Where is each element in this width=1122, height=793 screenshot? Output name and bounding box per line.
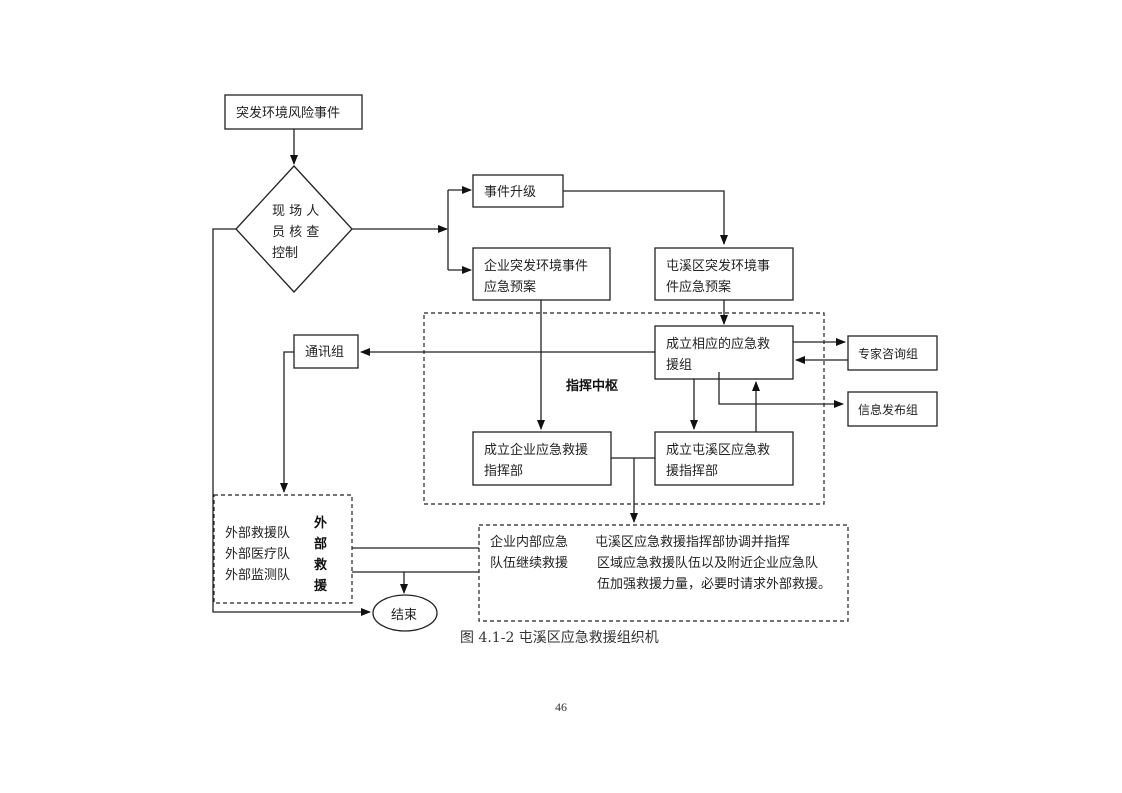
- decision-node: 现 场 人 员 核 查 控制: [235, 165, 353, 293]
- command-center-boundary: [423, 312, 825, 505]
- external-team-1: 外部救援队: [225, 525, 290, 541]
- rescue-group-line-2: 援组: [666, 358, 692, 373]
- district-plan-line-2: 件应急预案: [666, 279, 731, 295]
- upgrade-node: 事件升级: [472, 174, 564, 208]
- external-team-2: 外部医疗队: [225, 547, 290, 562]
- enterprise-hq-node: 成立企业应急救援 指挥部: [472, 431, 612, 486]
- end-node: 结束: [372, 594, 438, 632]
- arrow-upgrade-district-plan: [563, 190, 728, 245]
- district-hq-line-1: 成立屯溪区应急救: [666, 442, 770, 458]
- decision-line-3: 控制: [272, 246, 298, 261]
- start-node: 突发环境风险事件: [224, 94, 363, 130]
- enterprise-hq-line-1: 成立企业应急救援: [484, 442, 588, 458]
- expert-group-label: 专家咨询组: [858, 346, 918, 361]
- district-hq-node: 成立屯溪区应急救 援指挥部: [654, 431, 794, 486]
- external-label-3: 救: [314, 557, 327, 573]
- coordination-line-3: 伍加强救援力量，必要时请求外部救援。: [597, 576, 831, 592]
- internal-rescue-line-2: 队伍继续救援: [490, 555, 568, 571]
- comm-group-label: 通讯组: [305, 345, 344, 360]
- figure-caption: 图 4.1-2 屯溪区应急救援组织机: [460, 629, 659, 646]
- coordination-line-1: 屯溪区应急救援指挥部协调并指挥: [595, 534, 790, 550]
- page-number: 46: [555, 700, 567, 714]
- decision-line-1: 现 场 人: [272, 204, 319, 219]
- end-label: 结束: [391, 608, 417, 623]
- arrow-decision-end: [212, 228, 371, 616]
- rescue-group-line-1: 成立相应的应急救: [666, 336, 770, 352]
- command-center-label: 指挥中枢: [566, 378, 618, 394]
- external-rescue-box: [213, 494, 353, 604]
- enterprise-plan-node: 企业突发环境事件 应急预案: [472, 247, 611, 301]
- enterprise-plan-line-2: 应急预案: [484, 279, 536, 295]
- external-team-3: 外部监测队: [225, 568, 290, 583]
- upgrade-label: 事件升级: [484, 185, 536, 200]
- start-label: 突发环境风险事件: [236, 105, 340, 121]
- external-label-1: 外: [313, 515, 327, 531]
- decision-line-2: 员 核 查: [272, 225, 319, 240]
- info-group-label: 信息发布组: [858, 402, 918, 417]
- coordination-box: [478, 524, 849, 622]
- district-plan-line-1: 屯溪区突发环境事: [666, 258, 770, 274]
- info-group-node: 信息发布组: [847, 391, 938, 427]
- internal-rescue-line-1: 企业内部应急: [490, 534, 568, 550]
- district-plan-node: 屯溪区突发环境事 件应急预案: [654, 247, 794, 301]
- expert-group-node: 专家咨询组: [847, 335, 938, 371]
- arrow-rescue-info: [718, 372, 844, 408]
- district-hq-line-2: 援指挥部: [666, 464, 718, 479]
- comm-group-node: 通讯组: [293, 334, 359, 369]
- external-label-2: 部: [314, 536, 327, 552]
- rescue-group-node: 成立相应的应急救 援组: [654, 325, 794, 380]
- arrow-comm-external: [280, 351, 294, 493]
- external-label-4: 援: [314, 578, 328, 594]
- coordination-line-2: 区域应急救援队伍以及附近企业应急队: [597, 555, 818, 571]
- enterprise-hq-line-2: 指挥部: [484, 464, 523, 479]
- enterprise-plan-line-1: 企业突发环境事件: [484, 258, 588, 274]
